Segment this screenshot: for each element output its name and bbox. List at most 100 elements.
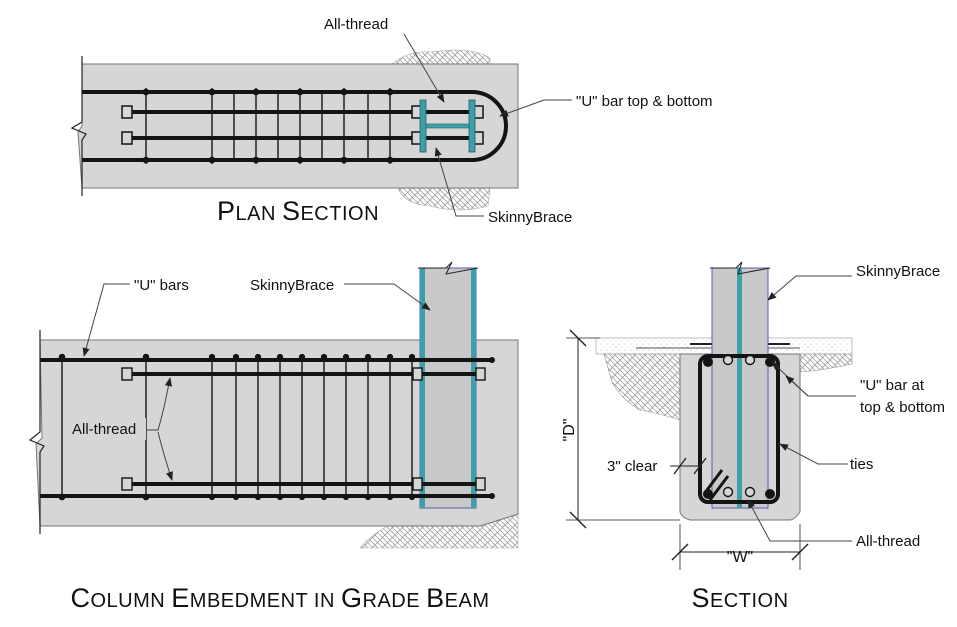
plan-tie-dot [386,156,394,164]
title-rest-letters: ECTION [300,203,379,225]
plan-tie-dot [340,156,348,164]
section-all-thread [722,354,734,366]
title-rest-letters: EAM [445,590,490,612]
title-rest-letters: ECTION [710,590,789,612]
title-rest-letters: RADE [363,590,427,612]
plan-tie-dot [296,88,304,96]
plan-soil-hatch [391,49,491,211]
elevation-leader-skinnybrace [344,283,431,311]
title-cap-letter: S [282,196,301,226]
section-leader-all-thread [747,499,852,542]
elevation-tie-dot [408,353,416,361]
plan-ties [142,88,394,164]
elevation-tie-dot [142,353,150,361]
title-cap-letter: G [341,583,363,613]
plan-section-title: PLAN SECTION [217,196,379,226]
elevation-tie-dot [320,353,328,361]
elevation-tie-dot [364,493,372,501]
elevation-tie-dot [276,353,284,361]
elevation-tie-dot [254,493,262,501]
plan-tie-dot [296,156,304,164]
plan-tie-dot [252,88,260,96]
elevation-label-all-thread: All-thread [72,421,136,438]
elevation-tie-dot [58,353,66,361]
elevation-tie-dot [276,493,284,501]
elevation-leader-all-thread-top [144,377,173,431]
elevation-tie-dot [58,493,66,501]
section-label-u-bar-line2: top & bottom [860,399,945,416]
elevation-leader-u-bars [82,283,130,357]
section-all-thread [744,354,756,366]
title-cap-letter: C [70,583,90,613]
elevation-tie-dot [232,353,240,361]
elevation-title: COLUMN EMBEDMENT IN GRADE BEAM [70,583,489,613]
title-cap-letter: E [171,583,190,613]
plan-leader-skinnybrace [434,147,484,217]
section-soil-left [603,353,681,421]
plan-nut [121,131,133,145]
plan-skinnybrace-web [425,123,470,129]
elevation-tie-dot [342,353,350,361]
section-label-skinnybrace: SkinnyBrace [856,263,940,280]
plan-tie-dot [252,156,260,164]
section-u-bar [765,489,775,499]
plan-label-u-bar: "U" bar top & bottom [576,93,713,110]
title-cap-letter: S [691,583,710,613]
elevation-tie-dot [254,353,262,361]
section-u-bar [703,489,713,499]
section-all-thread [722,486,734,498]
section-bars [703,354,775,499]
section-label-all-thread: All-thread [856,533,920,550]
plan-leader-u-bar [499,99,572,117]
plan-label-skinnybrace: SkinnyBrace [488,209,572,226]
plan-skinnybrace-flange [468,99,476,153]
section-u-bar [703,357,713,367]
plan-tie-dot [208,156,216,164]
elevation-tie-dot [386,493,394,501]
elevation-nut [475,477,486,491]
elevation-tie-dot [232,493,240,501]
elevation-leader-all-thread-bottom [157,431,173,481]
section-leader-u-bar-2 [785,375,809,397]
plan-tie-dot [142,156,150,164]
elevation-tie-dot [342,493,350,501]
title-cap-letter: B [426,583,445,613]
elevation-tie-dot [142,493,150,501]
section-column-break [710,261,771,275]
elevation-nut [121,367,133,381]
elevation-nut [412,477,423,491]
elevation-column-break [418,261,479,275]
elevation-tie-dot [320,493,328,501]
elevation-tie-dot [364,353,372,361]
elevation-tie-dot [208,493,216,501]
section-label-u-bar-line1: "U" bar at [860,377,925,394]
section-leader-skinnybrace [767,275,852,301]
elevation-column-flange [420,268,425,508]
elevation-tie-dot [298,353,306,361]
section-title: SECTION [691,583,788,613]
section-leader-ties [779,443,848,465]
section-view: SkinnyBrace "U" bar at top & bottom ties… [561,261,945,613]
section-label-ties: ties [850,456,873,473]
elevation-label-u-bars: "U" bars [134,277,189,294]
elevation-label-skinnybrace: SkinnyBrace [250,277,334,294]
elevation-tie-dot [386,353,394,361]
section-dim-clear-tick [673,457,687,475]
plan-tie-dot [208,88,216,96]
elevation-u-bar-end [489,357,495,363]
elevation-tie-dot [208,353,216,361]
section-dim-depth-label: "D" [561,419,578,442]
plan-tie-dot [340,88,348,96]
section-tie [698,354,780,504]
plan-section: All-thread "U" bar top & bottom SkinnyBr… [70,16,713,226]
elevation-column-flange [471,268,476,508]
elevation-tie-dot [408,493,416,501]
plan-leader-all-thread [403,33,445,103]
title-rest-letters: MBEDMENT IN [190,590,341,612]
plan-nut [121,105,133,119]
elevation-nut [121,477,133,491]
elevation-view: "U" bars SkinnyBrace All-thread COLUMN E… [28,261,519,613]
section-label-clear: 3" clear [607,458,657,475]
section-dim-clear-tick [693,457,707,475]
